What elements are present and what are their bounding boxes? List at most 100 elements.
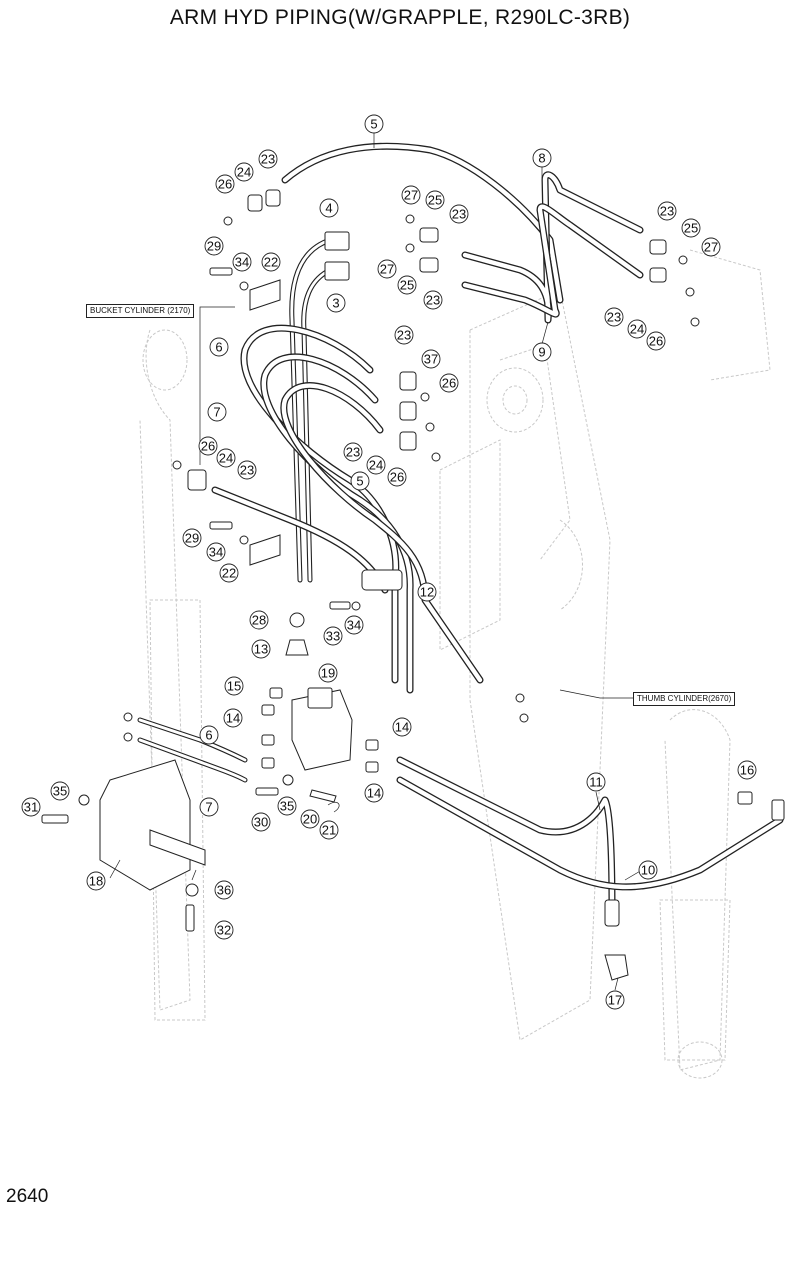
- callout-label: 31: [24, 800, 38, 815]
- hoses-6-7-loops: [240, 324, 484, 694]
- bracket-22-lower: [249, 534, 281, 566]
- bucket-cylinder-reference-label: BUCKET CYLINDER (2170): [86, 304, 195, 318]
- callout-35: 35: [50, 781, 70, 801]
- callout-label: 23: [240, 463, 254, 478]
- callout-26: 26: [387, 467, 407, 487]
- callout-label: 23: [261, 152, 275, 167]
- callout-label: 26: [442, 376, 456, 391]
- callout-label: 22: [264, 255, 278, 270]
- callout-10: 10: [638, 860, 658, 880]
- callout-label: 29: [207, 239, 221, 254]
- callout-label: 5: [356, 474, 363, 489]
- page-number: 2640: [6, 1186, 49, 1207]
- callout-7-lower: 7: [199, 797, 219, 817]
- callout-23: 23: [657, 201, 677, 221]
- pipes-6-7-lower: [137, 717, 248, 783]
- callout-21: 21: [319, 820, 339, 840]
- callout-25: 25: [425, 190, 445, 210]
- callout-37: 37: [421, 349, 441, 369]
- callout-label: 32: [217, 923, 231, 938]
- callout-label: 24: [369, 458, 383, 473]
- callout-label: 18: [89, 874, 103, 889]
- callout-label: 10: [641, 863, 655, 878]
- thumb-cylinder-outline: [659, 709, 731, 1079]
- callout-label: 25: [684, 221, 698, 236]
- callout-label: 14: [226, 711, 240, 726]
- callout-label: 7: [205, 800, 212, 815]
- callout-29: 29: [182, 528, 202, 548]
- callout-label: 21: [322, 823, 336, 838]
- callout-label: 24: [237, 165, 251, 180]
- callout-6-upper: 6: [209, 337, 229, 357]
- callout-label: 27: [380, 262, 394, 277]
- callout-label: 5: [370, 117, 377, 132]
- callout-label: 23: [426, 293, 440, 308]
- adapter-16: [737, 791, 753, 805]
- callout-28: 28: [249, 610, 269, 630]
- callout-label: 14: [395, 720, 409, 735]
- callout-label: 9: [538, 345, 545, 360]
- hose-5-upper: [281, 142, 564, 304]
- callout-17: 17: [605, 990, 625, 1010]
- callout-24: 24: [366, 455, 386, 475]
- callout-label: 29: [185, 531, 199, 546]
- callout-26: 26: [439, 373, 459, 393]
- bracket-18: [99, 759, 191, 891]
- callout-24: 24: [216, 448, 236, 468]
- callout-label: 7: [213, 405, 220, 420]
- bucket-cylinder-outline: [139, 329, 206, 1021]
- callout-label: 8: [538, 151, 545, 166]
- callout-7-upper: 7: [207, 402, 227, 422]
- callout-25: 25: [681, 218, 701, 238]
- callout-36: 36: [214, 880, 234, 900]
- callout-11: 11: [586, 772, 606, 792]
- callout-label: 26: [649, 334, 663, 349]
- bolt-30: [255, 787, 279, 796]
- callout-23: 23: [394, 325, 414, 345]
- adapter-15: [269, 687, 283, 699]
- callout-26: 26: [646, 331, 666, 351]
- callout-label: 22: [222, 566, 236, 581]
- callout-label: 26: [201, 439, 215, 454]
- callout-24: 24: [234, 162, 254, 182]
- callout-24: 24: [627, 319, 647, 339]
- callout-6-lower: 6: [199, 725, 219, 745]
- callout-23: 23: [343, 442, 363, 462]
- callout-14: 14: [223, 708, 243, 728]
- callout-25: 25: [397, 275, 417, 295]
- block-4: [324, 231, 350, 251]
- callout-label: 23: [607, 310, 621, 325]
- page-title: ARM HYD PIPING(W/GRAPPLE, R290LC-3RB): [169, 6, 631, 29]
- thumb-cylinder-reference-label: THUMB CYLINDER(2670): [633, 692, 736, 706]
- callout-9: 9: [532, 342, 552, 362]
- callout-5-lower: 5: [350, 471, 370, 491]
- callout-23: 23: [449, 204, 469, 224]
- callout-26: 26: [198, 436, 218, 456]
- callout-label: 34: [235, 255, 249, 270]
- callout-34: 34: [206, 542, 226, 562]
- callout-23: 23: [604, 307, 624, 327]
- callout-label: 15: [227, 679, 241, 694]
- bolt-33: [329, 601, 351, 610]
- callout-label: 16: [740, 763, 754, 778]
- callout-label: 24: [219, 451, 233, 466]
- callout-label: 11: [589, 775, 603, 790]
- callout-23: 23: [258, 149, 278, 169]
- callout-14: 14: [364, 783, 384, 803]
- callout-29: 29: [204, 236, 224, 256]
- bolt-32: [185, 904, 195, 932]
- callout-22: 22: [219, 563, 239, 583]
- callout-label: 28: [252, 613, 266, 628]
- callout-label: 30: [254, 815, 268, 830]
- callout-label: 23: [346, 445, 360, 460]
- callout-label: 34: [347, 618, 361, 633]
- callout-12: 12: [417, 582, 437, 602]
- callout-32: 32: [214, 920, 234, 940]
- callout-label: 27: [404, 188, 418, 203]
- callout-label: 33: [326, 629, 340, 644]
- callout-23: 23: [237, 460, 257, 480]
- callout-label: 34: [209, 545, 223, 560]
- callout-label: 4: [325, 201, 332, 216]
- arm-structure-outline: [439, 249, 771, 1041]
- callout-label: 19: [321, 666, 335, 681]
